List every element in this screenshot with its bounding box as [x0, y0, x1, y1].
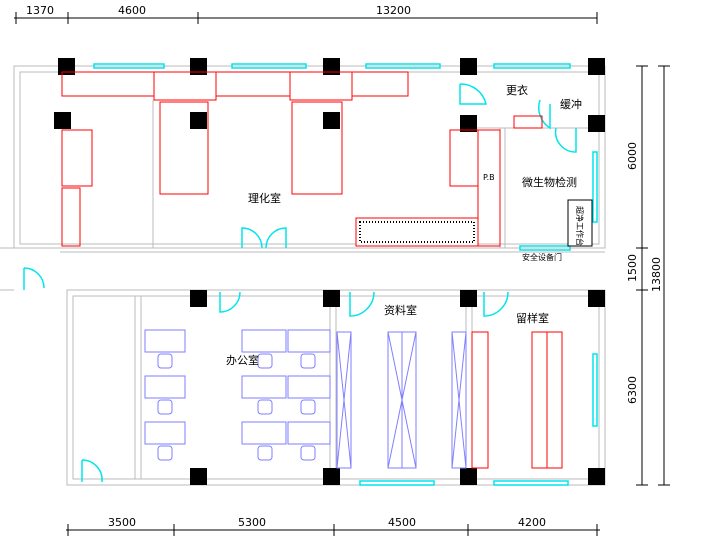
dimension-right — [636, 65, 670, 486]
safety-door-label: 安全设备门 — [522, 252, 562, 262]
dim-bottom-1: 3500 — [108, 516, 136, 529]
dim-top-1: 1370 — [26, 4, 54, 17]
windows — [93, 63, 598, 486]
clean-bench — [567, 199, 593, 247]
dim-top-2: 4600 — [118, 4, 146, 17]
dim-right-1: 6000 — [626, 142, 639, 170]
dim-top-3: 13200 — [376, 4, 411, 17]
room-buffer-label: 缓冲 — [560, 97, 582, 111]
dim-bottom-3: 4500 — [388, 516, 416, 529]
dim-right-2: 1500 — [626, 254, 639, 282]
room-physchem-label: 理化室 — [248, 191, 281, 205]
clean-bench-label: 超净工作台 — [575, 206, 585, 246]
dim-bottom-4: 4200 — [518, 516, 546, 529]
room-sample-label: 留样室 — [516, 311, 549, 325]
counter-texture — [359, 221, 475, 243]
sample-shelves — [471, 331, 563, 469]
columns — [54, 58, 605, 485]
room-micro-label: 微生物检测 — [522, 175, 577, 189]
room-archive-label: 资料室 — [384, 303, 417, 317]
lab-benches — [61, 71, 543, 247]
room-changing-label: 更衣 — [506, 83, 528, 97]
archive-shelves — [336, 331, 467, 469]
doors — [23, 83, 577, 483]
office-desks — [144, 329, 331, 461]
room-office-label: 办公室 — [226, 353, 259, 367]
dim-bottom-2: 5300 — [238, 516, 266, 529]
dim-right-3: 6300 — [626, 376, 639, 404]
dimension-bottom — [66, 524, 600, 536]
dimension-top — [14, 12, 598, 24]
dim-right-total: 13800 — [650, 257, 663, 292]
pb-label: P.B — [483, 173, 495, 182]
